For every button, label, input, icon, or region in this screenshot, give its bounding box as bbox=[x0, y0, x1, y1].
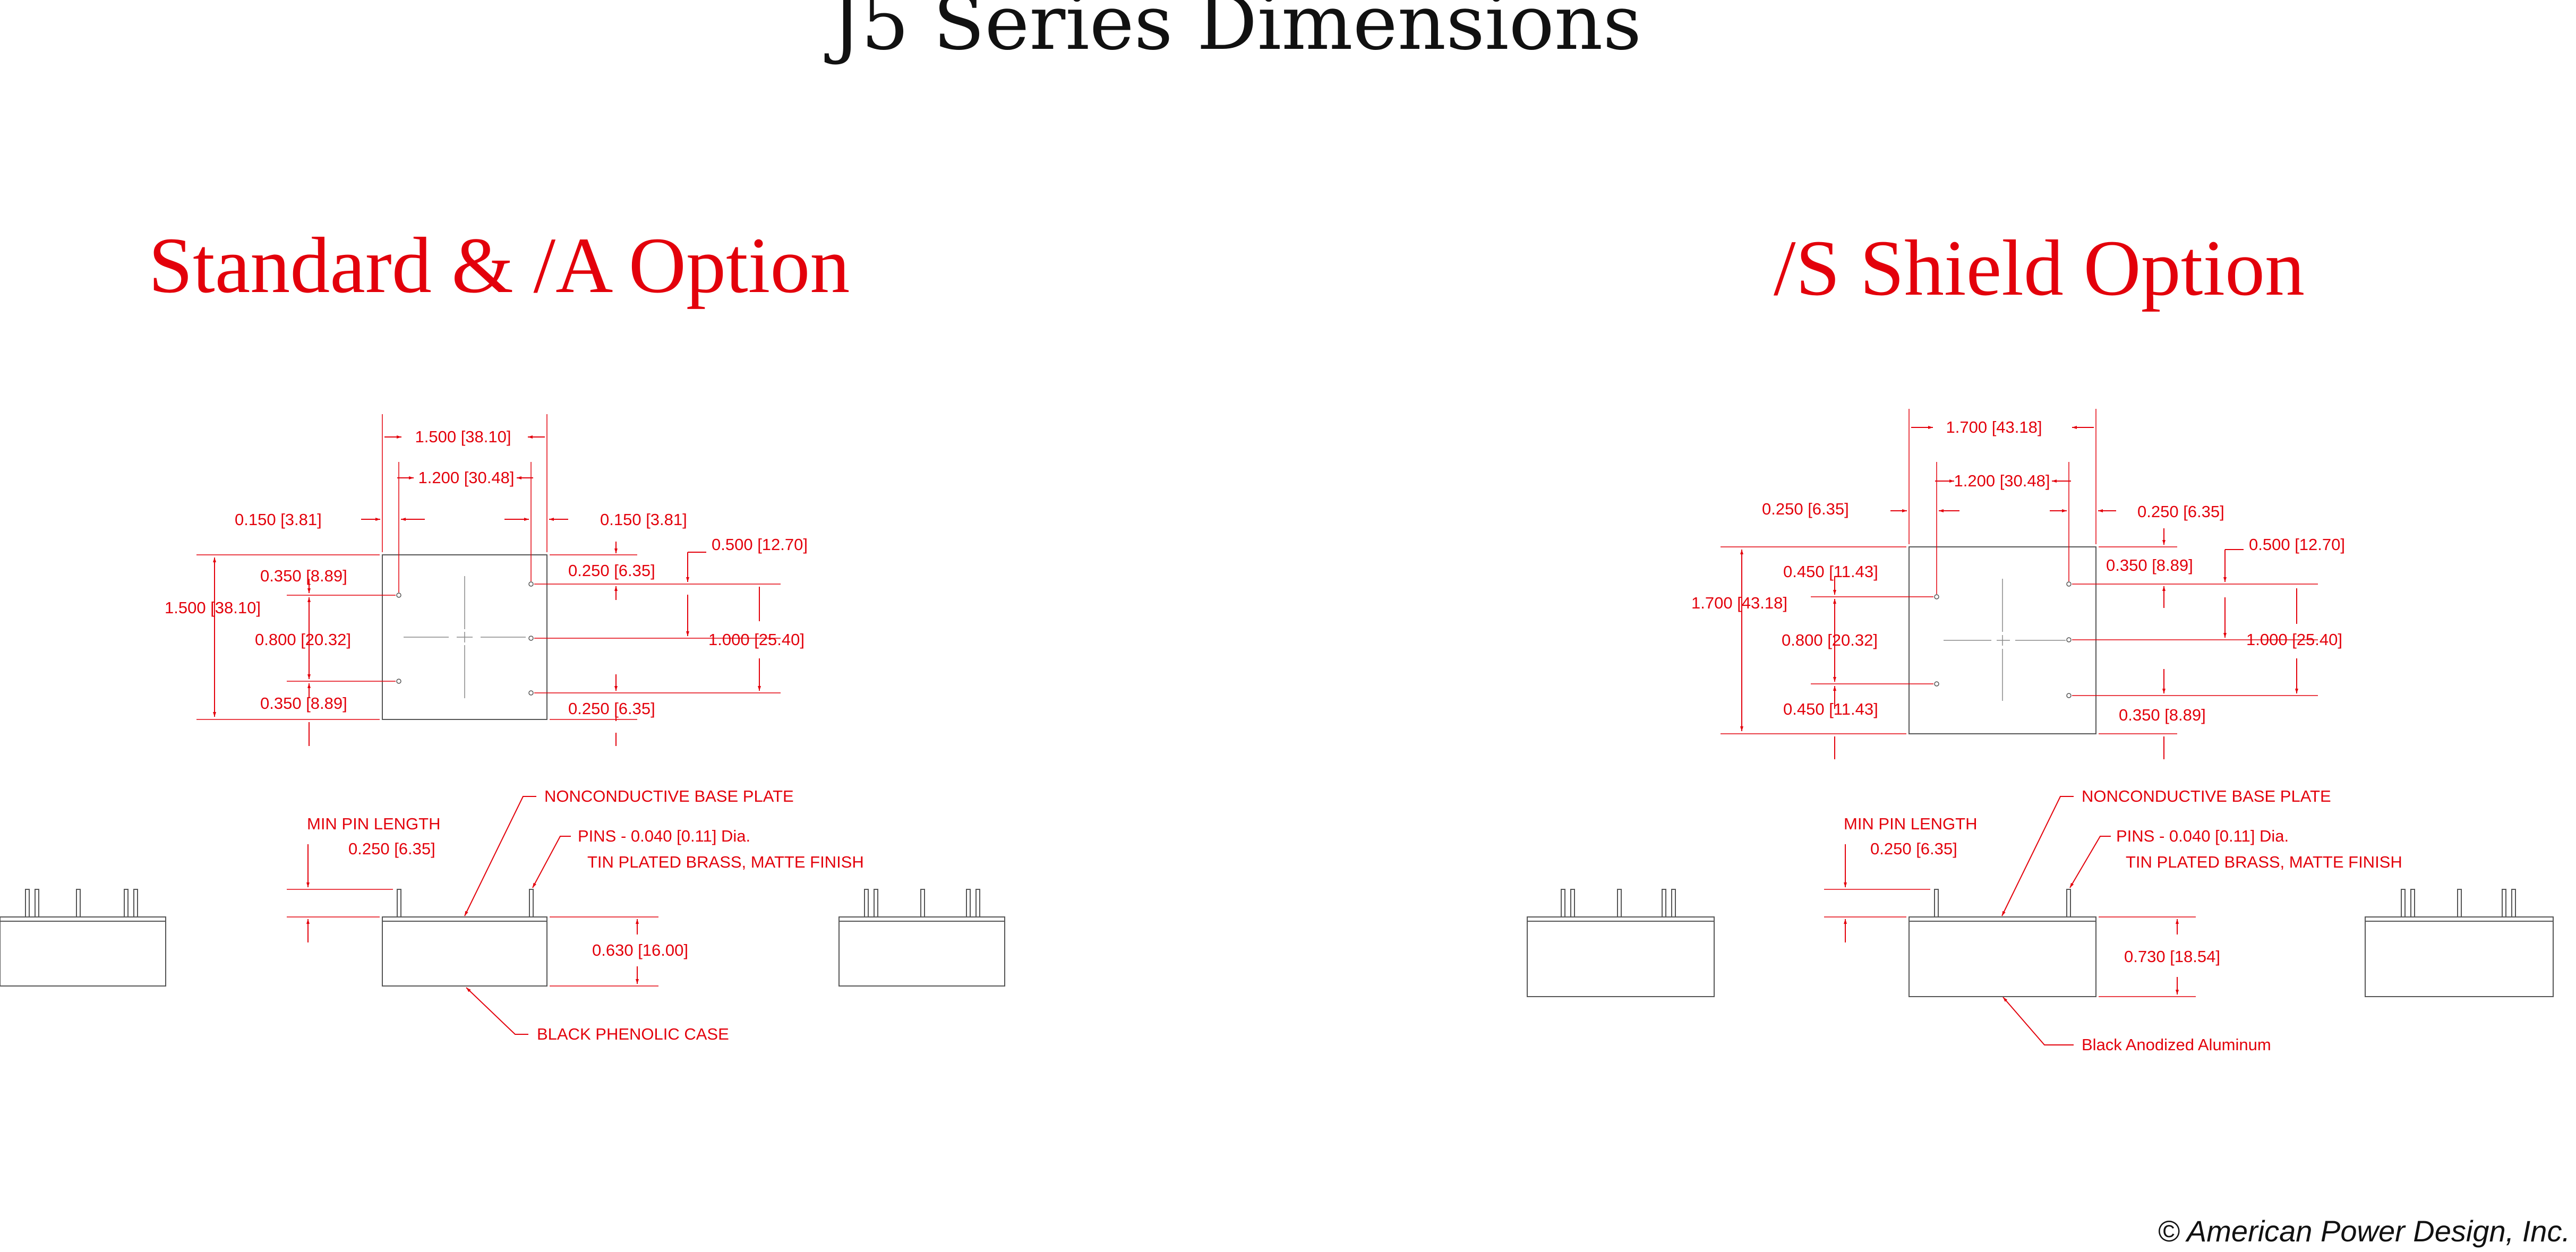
standard-top-view: 1.500 [38.10] 1.200 [30.48] 0.150 [3.81]… bbox=[165, 414, 808, 746]
shield-overall-height-label: 1.700 [43.18] bbox=[1691, 594, 1787, 612]
shield-left-bottom-pin-label: 0.450 [11.43] bbox=[1783, 700, 1878, 718]
standard-right-pin-pitch-label: 0.500 [12.70] bbox=[712, 535, 808, 554]
standard-min-pin-length-label: MIN PIN LENGTH bbox=[307, 814, 440, 833]
standard-right-bottom-pin-label: 0.250 [6.35] bbox=[568, 699, 655, 718]
copyright-notice: © American Power Design, Inc. bbox=[2158, 1214, 2570, 1248]
shield-overall-width-label: 1.700 [43.18] bbox=[1946, 418, 2042, 436]
standard-left-top-pin-label: 0.350 [8.89] bbox=[260, 567, 347, 585]
page-title: J5 Series Dimensions bbox=[825, 0, 1642, 67]
shield-right-bottom-pin-label: 0.350 [8.89] bbox=[2119, 706, 2206, 724]
shield-left-top-pin-label: 0.450 [11.43] bbox=[1783, 562, 1878, 581]
standard-case-outline-side bbox=[382, 916, 547, 987]
standard-pin-spacing-width-label: 1.200 [30.48] bbox=[418, 468, 515, 487]
standard-left-bottom-pin-label: 0.350 [8.89] bbox=[260, 694, 347, 713]
standard-center-mark bbox=[404, 576, 526, 698]
standard-overall-width-label: 1.500 [38.10] bbox=[415, 427, 511, 446]
standard-pins-spec-line1: PINS - 0.040 [0.11] Dia. bbox=[578, 827, 750, 845]
standard-case-outline-end-left bbox=[0, 916, 166, 987]
shield-case-outline-end-right bbox=[2365, 916, 2554, 997]
shield-top-view: 1.700 [43.18] 1.200 [30.48] 0.250 [6.35]… bbox=[1691, 409, 2345, 759]
standard-overall-height-label: 1.500 [38.10] bbox=[165, 598, 261, 617]
shield-case-material-label: Black Anodized Aluminum bbox=[2082, 1035, 2271, 1054]
standard-left-offset-label: 0.150 [3.81] bbox=[235, 510, 322, 529]
standard-case-height-label: 0.630 [16.00] bbox=[592, 941, 688, 959]
shield-left-offset-label: 0.250 [6.35] bbox=[1762, 500, 1849, 518]
shield-pins-spec-line1: PINS - 0.040 [0.11] Dia. bbox=[2116, 827, 2289, 845]
shield-case-outline-side bbox=[1909, 916, 2096, 997]
standard-right-pin-spacing-label: 1.000 [25.40] bbox=[708, 630, 805, 649]
shield-pins-spec-line2: TIN PLATED BRASS, MATTE FINISH bbox=[2126, 853, 2402, 871]
standard-min-pin-length-value: 0.250 [6.35] bbox=[348, 839, 435, 858]
standard-pins-top bbox=[396, 581, 534, 696]
shield-right-top-pin-label: 0.350 [8.89] bbox=[2106, 556, 2193, 574]
shield-pin-spacing-width-label: 1.200 [30.48] bbox=[1954, 471, 2050, 490]
standard-case-outline-end-right bbox=[838, 916, 1005, 987]
shield-option-heading: /S Shield Option bbox=[1774, 224, 2305, 312]
standard-base-plate-label: NONCONDUCTIVE BASE PLATE bbox=[544, 787, 794, 805]
standard-option-section: Standard & /A Option bbox=[0, 221, 1005, 1043]
standard-right-offset-label: 0.150 [3.81] bbox=[600, 510, 687, 529]
shield-min-pin-length-value: 0.250 [6.35] bbox=[1870, 839, 1957, 858]
shield-center-mark bbox=[1944, 579, 2066, 701]
standard-case-outline-top bbox=[382, 554, 547, 720]
shield-right-pin-spacing-label: 1.000 [25.40] bbox=[2246, 630, 2342, 649]
shield-pins-top bbox=[1934, 581, 2072, 698]
shield-right-pin-pitch-label: 0.500 [12.70] bbox=[2249, 535, 2345, 554]
standard-left-pin-spacing-label: 0.800 [20.32] bbox=[255, 630, 351, 649]
standard-side-view: MIN PIN LENGTH 0.250 [6.35] NONCONDUCTIV… bbox=[0, 787, 1005, 1043]
shield-right-offset-label: 0.250 [6.35] bbox=[2137, 502, 2224, 521]
standard-option-heading: Standard & /A Option bbox=[149, 221, 850, 310]
shield-case-outline-end-left bbox=[1527, 916, 1715, 997]
standard-pins-spec-line2: TIN PLATED BRASS, MATTE FINISH bbox=[587, 853, 864, 871]
shield-side-view: MIN PIN LENGTH 0.250 [6.35] NONCONDUCTIV… bbox=[1527, 787, 2554, 1054]
shield-base-plate-label: NONCONDUCTIVE BASE PLATE bbox=[2082, 787, 2331, 805]
standard-right-top-pin-label: 0.250 [6.35] bbox=[568, 561, 655, 580]
shield-case-outline-top bbox=[1909, 546, 2096, 734]
shield-min-pin-length-label: MIN PIN LENGTH bbox=[1844, 814, 1977, 833]
shield-option-section: /S Shield Option bbox=[1527, 224, 2554, 1054]
shield-left-pin-spacing-label: 0.800 [20.32] bbox=[1782, 631, 1878, 649]
standard-case-material-label: BLACK PHENOLIC CASE bbox=[537, 1025, 729, 1043]
shield-case-height-label: 0.730 [18.54] bbox=[2124, 947, 2220, 966]
